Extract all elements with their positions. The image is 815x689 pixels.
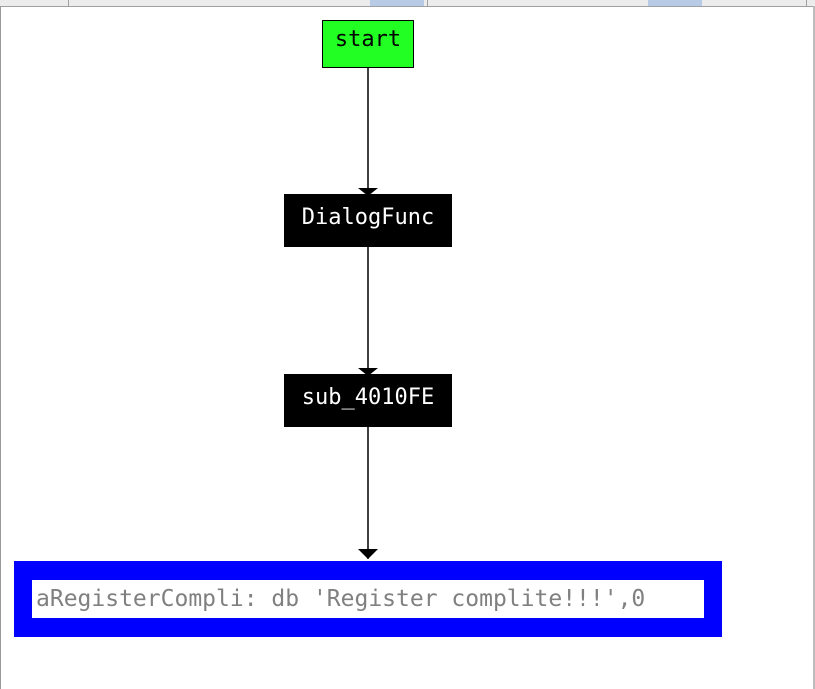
left-border <box>0 6 1 689</box>
node-start[interactable]: start <box>322 20 414 68</box>
node-dialogfunc-label: DialogFunc <box>301 205 435 230</box>
toolbar-separator <box>806 0 807 6</box>
node-aregistercompli-body: aRegisterCompli: db 'Register complite!!… <box>32 580 704 618</box>
top-toolbar-strip <box>0 0 815 7</box>
node-start-label: start <box>334 27 402 52</box>
node-aregistercompli-label: aRegisterCompli: db 'Register complite!!… <box>36 586 646 612</box>
arrowhead-string <box>358 549 378 559</box>
toolbar-separator <box>427 0 428 6</box>
node-sub-4010fe-label: sub_4010FE <box>301 385 435 410</box>
toolbar-separator <box>68 0 69 6</box>
node-aregistercompli[interactable]: aRegisterCompli: db 'Register complite!!… <box>14 561 722 637</box>
toolbar-tab-highlight[interactable] <box>370 0 424 6</box>
node-sub-4010fe[interactable]: sub_4010FE <box>284 374 452 427</box>
arrowhead-dialogfunc <box>358 188 378 196</box>
node-dialogfunc[interactable]: DialogFunc <box>284 194 452 247</box>
arrowhead-sub <box>358 368 378 376</box>
toolbar-tab-highlight[interactable] <box>648 0 702 6</box>
right-scrollbar-edge[interactable] <box>813 6 815 689</box>
